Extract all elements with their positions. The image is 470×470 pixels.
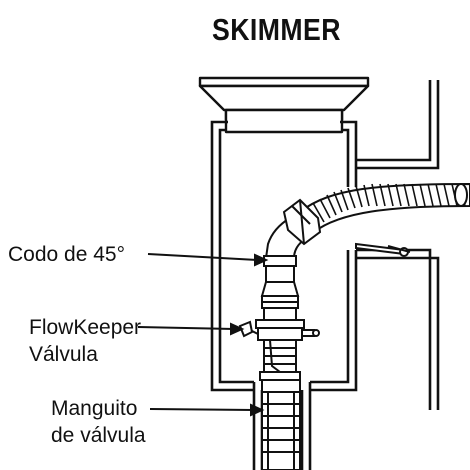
- label-flowkeeper-valve: FlowKeeper Válvula: [29, 314, 141, 368]
- flowkeeper-valve: [238, 319, 320, 381]
- elbow-leader: [147, 253, 259, 261]
- skimmer-lid: [198, 76, 370, 134]
- sleeve-leader: [149, 408, 255, 411]
- valve-leader: [137, 326, 235, 330]
- valve-arrowhead: [230, 322, 245, 336]
- diagram-title: SKIMMER: [212, 12, 341, 47]
- label-elbow-45: Codo de 45°: [8, 243, 125, 266]
- elbow-arrowhead: [254, 253, 269, 267]
- weir-flap: [355, 242, 411, 257]
- adapter-stack: [260, 265, 300, 321]
- label-sleeve-line1: Manguito: [51, 397, 138, 420]
- valve-sleeve: [261, 379, 301, 470]
- label-flowkeeper-line2: Válvula: [29, 343, 98, 366]
- label-sleeve-line2: de válvula: [51, 424, 146, 447]
- flex-hose: [298, 182, 470, 234]
- leader-arrows: [137, 253, 269, 417]
- label-valve-sleeve: Manguito de válvula: [51, 395, 146, 449]
- skimmer-body: [210, 80, 440, 470]
- sleeve-arrowhead: [250, 403, 265, 417]
- elbow-45: [263, 198, 322, 267]
- label-flowkeeper-line1: FlowKeeper: [29, 316, 142, 339]
